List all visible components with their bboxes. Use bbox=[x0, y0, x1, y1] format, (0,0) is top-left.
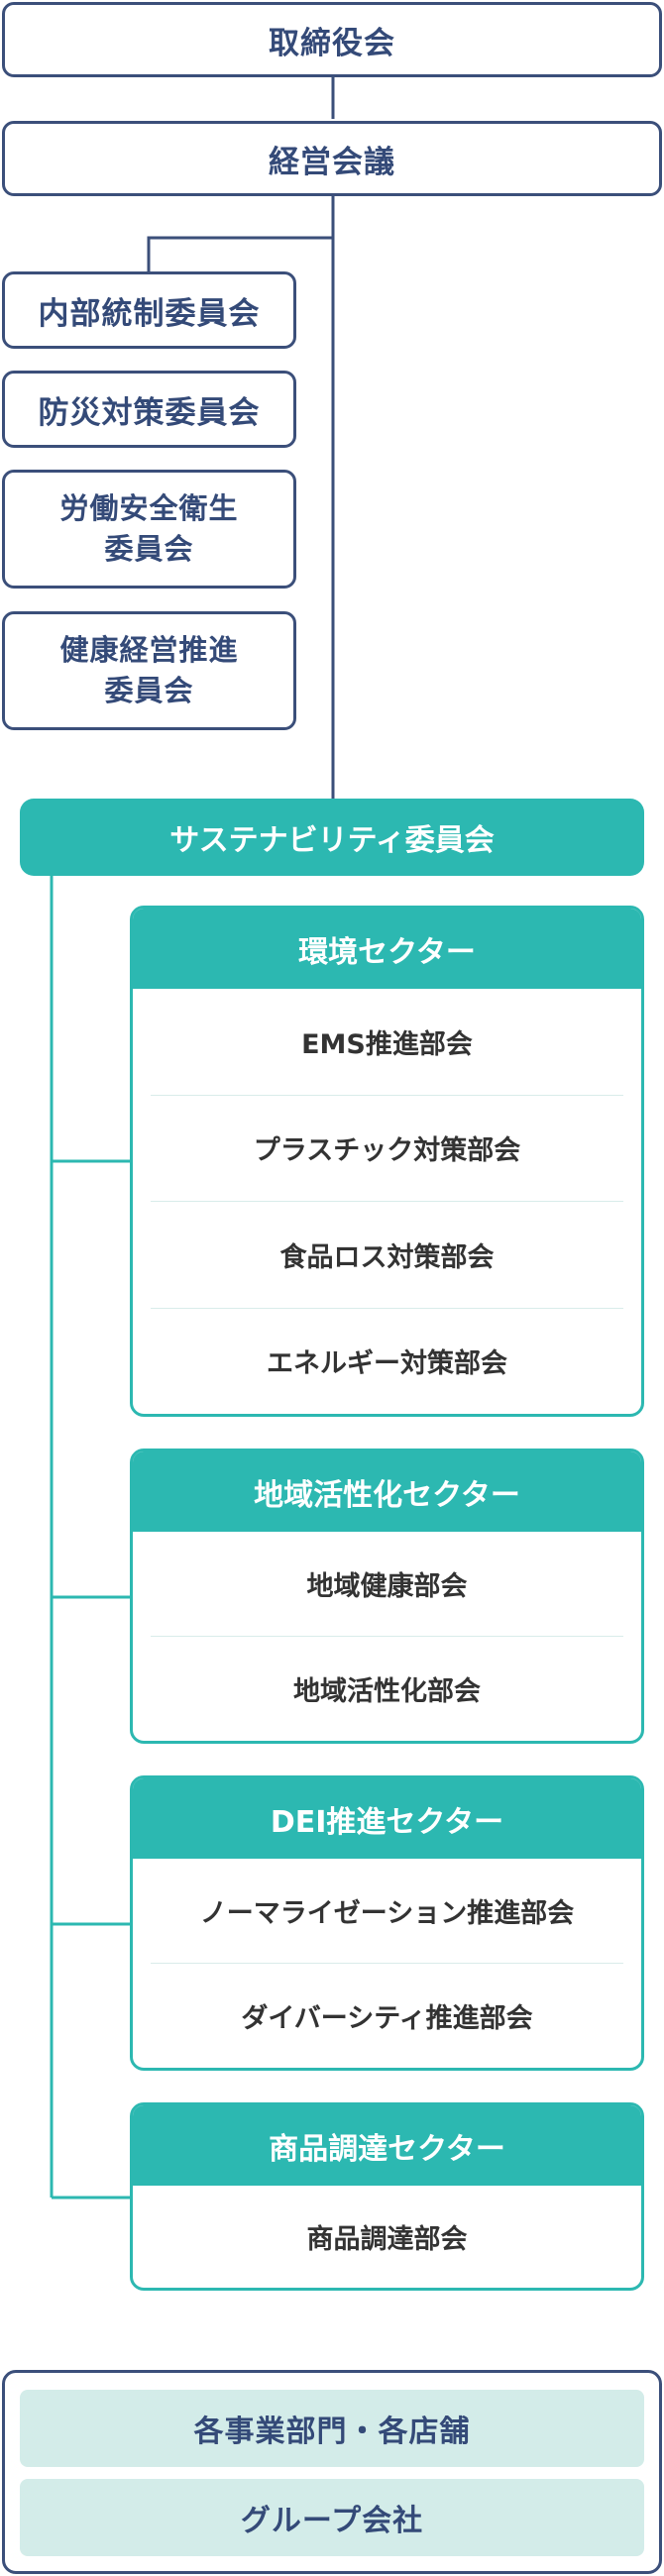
subcommittee-item: 地域活性化部会 bbox=[293, 1676, 481, 1707]
subcommittee-item: EMS推進部会 bbox=[151, 989, 623, 1096]
sector-environment: 環境セクター EMS推進部会 プラスチック対策部会 食品ロス対策部会 エネルギー… bbox=[130, 906, 644, 1417]
internal-control-committee-box: 内部統制委員会 bbox=[2, 271, 296, 349]
sector-regional-revitalization: 地域活性化セクター 地域健康部会 地域活性化部会 bbox=[130, 1449, 644, 1744]
health-management-committee-box: 健康経営推進 委員会 bbox=[2, 611, 296, 730]
occupational-safety-committee-box: 労働安全衛生 委員会 bbox=[2, 470, 296, 589]
sustainability-committee-box: サステナビリティ委員会 bbox=[20, 799, 644, 876]
sector-procurement: 商品調達セクター 商品調達部会 bbox=[130, 2102, 644, 2291]
board-of-directors-box: 取締役会 bbox=[2, 2, 662, 77]
disaster-prevention-committee-box: 防災対策委員会 bbox=[2, 371, 296, 448]
sector-dei: DEI推進セクター ノーマライゼーション推進部会 ダイバーシティ推進部会 bbox=[130, 1775, 644, 2071]
subcommittee-item: 食品ロス対策部会 bbox=[151, 1202, 623, 1309]
subcommittee-item: エネルギー対策部会 bbox=[267, 1348, 507, 1380]
sector-title: DEI推進セクター bbox=[133, 1778, 641, 1859]
subcommittee-item: 商品調達部会 bbox=[306, 2224, 468, 2255]
subcommittee-item: 地域健康部会 bbox=[151, 1532, 623, 1637]
sector-title: 地域活性化セクター bbox=[133, 1451, 641, 1532]
departments-and-stores-box: 各事業部門・各店舗 bbox=[20, 2390, 644, 2467]
management-meeting-box: 経営会議 bbox=[2, 121, 662, 196]
subcommittee-item: ノーマライゼーション推進部会 bbox=[151, 1859, 623, 1964]
subcommittee-item: プラスチック対策部会 bbox=[151, 1096, 623, 1202]
subcommittee-item: ダイバーシティ推進部会 bbox=[241, 2003, 533, 2034]
management-to-committees-line bbox=[147, 236, 333, 271]
sector-title: 商品調達セクター bbox=[133, 2105, 641, 2186]
group-companies-box: グループ会社 bbox=[20, 2479, 644, 2556]
sector-title: 環境セクター bbox=[133, 909, 641, 989]
